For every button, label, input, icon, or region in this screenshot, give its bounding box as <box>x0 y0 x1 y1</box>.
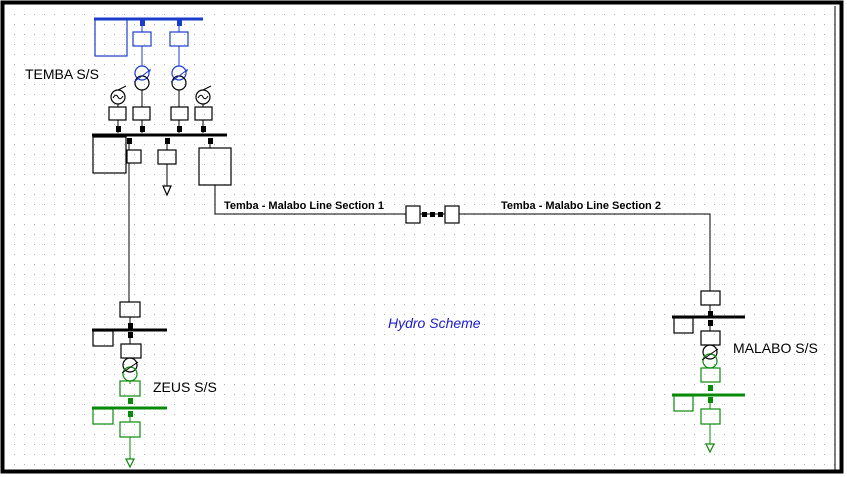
zeus-label: ZEUS S/S <box>153 379 217 395</box>
temba-label: TEMBA S/S <box>25 66 99 82</box>
load-arrow-icon[interactable] <box>162 185 172 197</box>
breaker-icon[interactable] <box>128 323 133 329</box>
line-section-1-label: Temba - Malabo Line Section 1 <box>224 200 384 212</box>
breaker-icon[interactable] <box>708 311 713 317</box>
temba-generation-cell[interactable] <box>94 18 128 57</box>
bay-box[interactable] <box>126 149 142 164</box>
bay-box[interactable] <box>700 367 721 383</box>
line-terminal-box[interactable] <box>405 205 421 224</box>
line-section-1[interactable] <box>214 185 406 215</box>
breaker-icon[interactable] <box>201 126 206 132</box>
breaker-icon[interactable] <box>128 332 133 338</box>
malabo-substation[interactable] <box>672 290 745 454</box>
load-arrow-icon[interactable] <box>125 458 135 469</box>
line-terminal-box[interactable] <box>444 205 460 224</box>
line-section-2[interactable] <box>459 213 711 291</box>
breaker-icon[interactable] <box>128 398 133 404</box>
breaker-icon[interactable] <box>165 138 170 144</box>
breaker-icon[interactable] <box>208 138 213 144</box>
breaker-icon[interactable] <box>708 320 713 326</box>
malabo-lv-aux-cell[interactable] <box>673 395 694 412</box>
zeus-substation[interactable] <box>92 301 167 469</box>
generator-icon[interactable] <box>110 85 127 107</box>
malabo-aux-cell[interactable] <box>673 317 694 334</box>
zeus-aux-cell[interactable] <box>92 330 114 347</box>
temba-aux-cell[interactable] <box>92 136 127 174</box>
breaker-icon[interactable] <box>140 20 145 26</box>
breaker-icon[interactable] <box>127 138 132 144</box>
load-arrow-icon[interactable] <box>705 443 715 454</box>
bay-box[interactable] <box>119 380 141 397</box>
breaker-icon[interactable] <box>708 397 713 403</box>
breaker-icon[interactable] <box>116 126 121 132</box>
scheme-title: Hydro Scheme <box>388 315 481 331</box>
breaker-icon[interactable] <box>430 212 435 217</box>
breaker-icon[interactable] <box>438 212 443 217</box>
breaker-icon[interactable] <box>177 20 182 26</box>
zeus-lv-aux-cell[interactable] <box>92 408 114 425</box>
breaker-icon[interactable] <box>708 385 713 391</box>
breaker-icon[interactable] <box>422 212 427 217</box>
generator-icon[interactable] <box>195 85 212 107</box>
temba-malabo-line[interactable] <box>214 185 711 291</box>
temba-substation[interactable] <box>92 17 232 197</box>
breaker-icon[interactable] <box>128 411 133 417</box>
line-section-2-label: Temba - Malabo Line Section 2 <box>501 200 661 212</box>
malabo-label: MALABO S/S <box>733 340 818 356</box>
dot-grid <box>8 8 836 469</box>
breaker-icon[interactable] <box>140 126 145 132</box>
breaker-icon[interactable] <box>177 126 182 132</box>
